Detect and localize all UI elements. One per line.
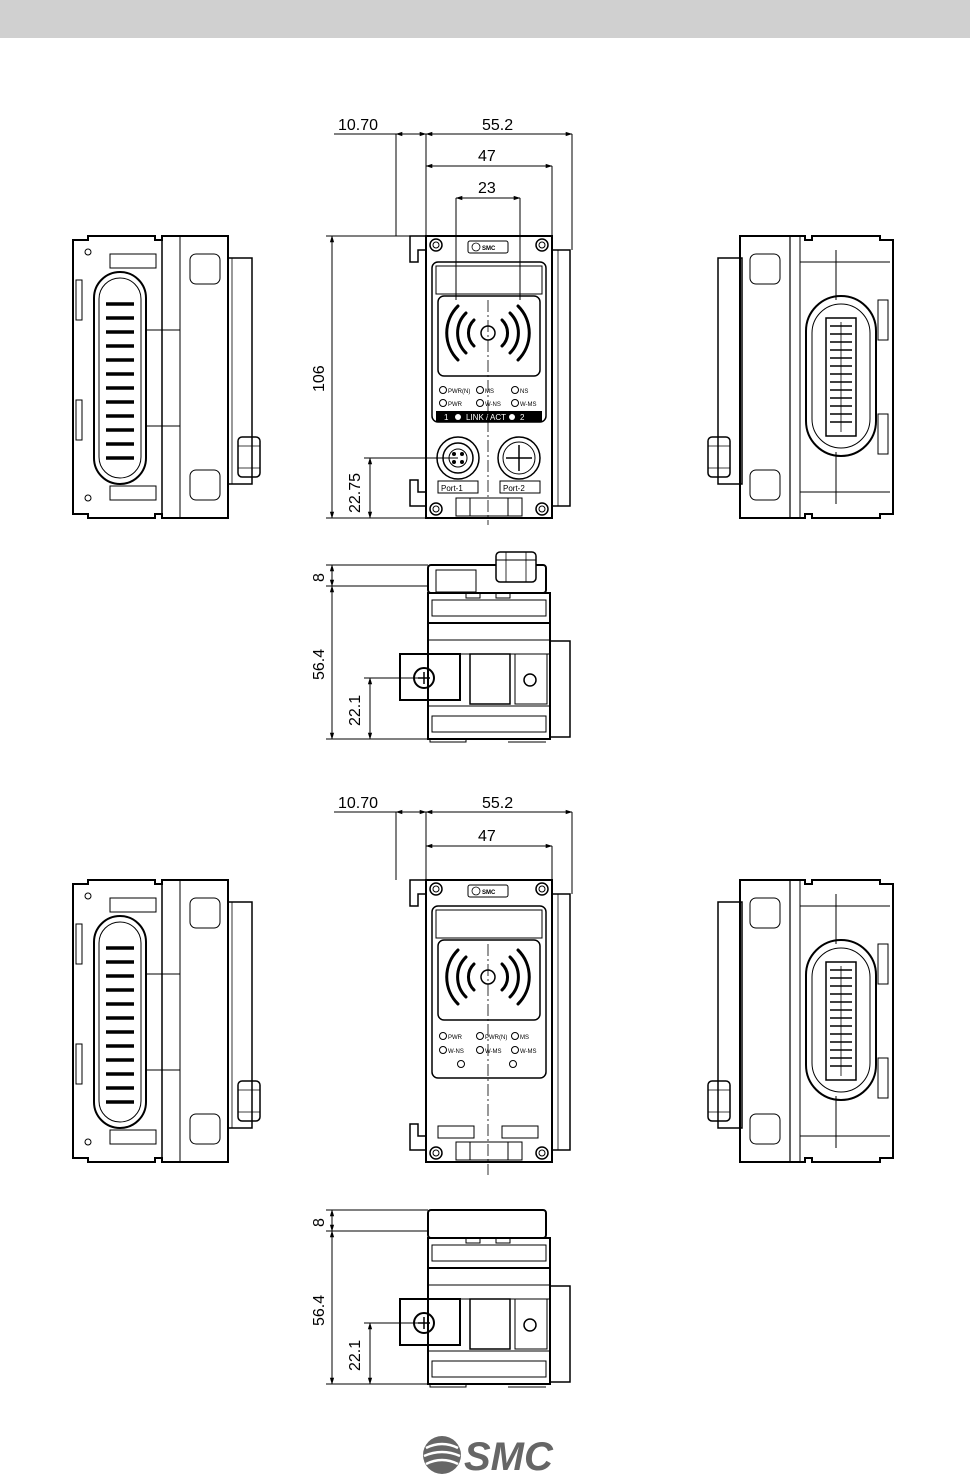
led-label-a-5: W-MS (520, 402, 537, 408)
dim-height-a: 106 (311, 365, 328, 392)
bottom-view-b (400, 1210, 570, 1387)
dim-width-total-b: 55.2 (482, 795, 513, 812)
smc-swirl-icon (423, 1436, 461, 1474)
led-label-a-3: PWR (448, 402, 463, 408)
bottom-view-a-ports (436, 552, 536, 592)
brand-badge-a: SMC (482, 246, 496, 252)
led-label-a-0: PWR(N) (448, 389, 470, 395)
drawing-b: SMC PWR (73, 795, 893, 1387)
dim-offset-a: 10.70 (338, 117, 378, 134)
dimensions-bottom-a (326, 565, 428, 739)
port1-label-a: Port-1 (441, 484, 463, 493)
front-view-a: SMC PWR(N) MS NS (410, 236, 570, 525)
link-port2-a: 2 (520, 413, 525, 422)
footer-logo: SMC (423, 1435, 554, 1475)
dim-depth-a: 56.4 (311, 649, 328, 680)
dimensions-front-b (334, 812, 572, 894)
side-view-left-b (73, 880, 260, 1162)
brand-badge-b: SMC (482, 890, 496, 896)
link-port1-a: 1 (444, 413, 449, 422)
drawing-a: SMC PWR(N) MS NS (73, 117, 893, 742)
dimensions-bottom-b (326, 1210, 428, 1384)
dim-top-protrusion-a: 8 (311, 573, 328, 582)
dim-width-ports-a: 23 (478, 180, 496, 197)
led-label-a-2: NS (520, 389, 528, 395)
link-act-label-a: LINK / ACT (466, 413, 506, 422)
led-label-a-1: MS (485, 389, 494, 395)
side-view-right-a (708, 236, 893, 518)
led-label-b-2: MS (520, 1035, 529, 1041)
dim-width-body-b: 47 (478, 828, 496, 845)
dim-mount-height-b: 22.1 (347, 1340, 364, 1371)
led-label-b-0: PWR (448, 1035, 463, 1041)
dim-offset-b: 10.70 (338, 795, 378, 812)
footer-logo-text: SMC (464, 1435, 554, 1475)
dim-port-height-a: 22.75 (347, 473, 364, 513)
side-view-right-b (708, 880, 893, 1162)
led-label-b-5: W-MS (520, 1049, 537, 1055)
dim-top-protrusion-b: 8 (311, 1218, 328, 1227)
front-view-b: SMC PWR (410, 880, 570, 1175)
dim-width-body-a: 47 (478, 148, 496, 165)
led-label-b-3: W-NS (448, 1049, 464, 1055)
dim-mount-height-a: 22.1 (347, 695, 364, 726)
side-view-left-a (73, 236, 260, 518)
led-label-b-4: W-MS (485, 1049, 502, 1055)
bottom-view-a (400, 565, 570, 742)
dim-depth-b: 56.4 (311, 1295, 328, 1326)
port2-label-a: Port-2 (503, 484, 525, 493)
dim-width-total-a: 55.2 (482, 117, 513, 134)
led-label-a-4: W-NS (485, 402, 501, 408)
